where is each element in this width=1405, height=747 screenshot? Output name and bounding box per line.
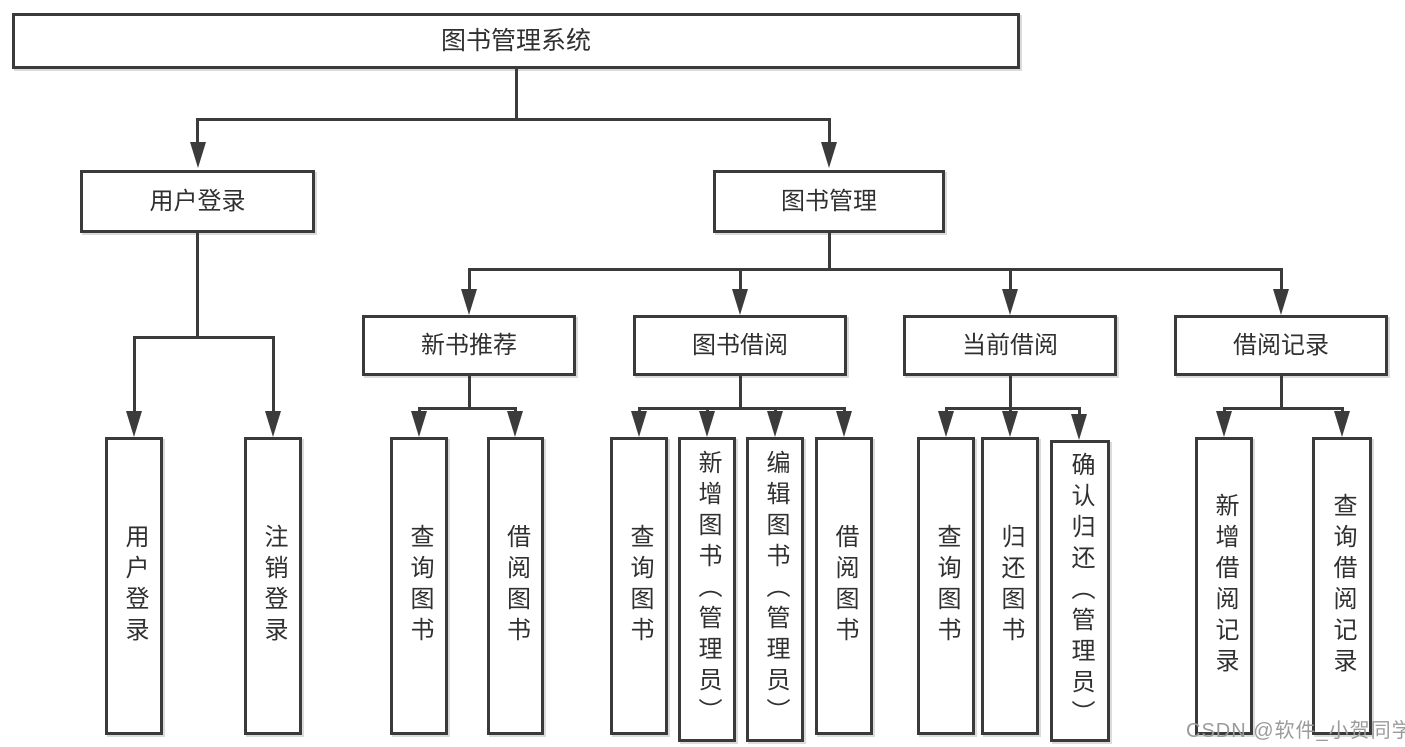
arrowhead bbox=[1216, 411, 1232, 437]
connector-hline bbox=[1222, 407, 1344, 410]
connector-hline bbox=[637, 407, 846, 410]
connector-vline bbox=[827, 118, 831, 148]
connector-vline bbox=[514, 68, 518, 118]
leaf-bb-edit-books-admin: 编辑图书（管理员） bbox=[746, 437, 804, 742]
leaf-nbr-query-books: 查询图书 bbox=[390, 437, 448, 735]
leaf-bb-add-books-admin: 新增图书（管理员） bbox=[678, 437, 736, 742]
connector-vline bbox=[132, 336, 136, 414]
arrowhead bbox=[1273, 289, 1289, 315]
leaf-logout: 注销登录 bbox=[244, 437, 302, 735]
connector-vline bbox=[271, 336, 275, 414]
connector-vline bbox=[196, 233, 199, 336]
leaf-nbr-borrow-books: 借阅图书 bbox=[487, 437, 544, 735]
leaf-user-login: 用户登录 bbox=[105, 437, 163, 735]
connector-vline bbox=[738, 268, 742, 293]
node-new-book-recommendation: 新书推荐 bbox=[362, 315, 576, 376]
node-user-login: 用户登录 bbox=[80, 170, 315, 233]
arrowhead bbox=[631, 411, 647, 437]
leaf-bb-borrow-books: 借阅图书 bbox=[815, 437, 873, 735]
arrowhead bbox=[190, 142, 206, 168]
leaf-cb-query-books: 查询图书 bbox=[917, 437, 975, 735]
connector-vline bbox=[196, 118, 199, 148]
arrowhead bbox=[732, 289, 748, 315]
node-borrowing-records: 借阅记录 bbox=[1174, 315, 1388, 376]
arrowhead bbox=[767, 411, 783, 437]
connector-vline bbox=[738, 375, 742, 407]
arrowhead bbox=[461, 289, 477, 315]
node-book-borrowing: 图书借阅 bbox=[633, 315, 847, 376]
connector-hline bbox=[944, 407, 1081, 410]
arrowhead bbox=[265, 411, 281, 437]
connector-hline bbox=[467, 268, 1283, 271]
connector-vline bbox=[1279, 268, 1283, 293]
arrowhead bbox=[1002, 411, 1018, 437]
leaf-cb-return-books: 归还图书 bbox=[981, 437, 1039, 735]
connector-hline bbox=[196, 118, 831, 121]
connector-vline bbox=[1279, 375, 1283, 407]
arrowhead bbox=[411, 411, 427, 437]
node-current-borrowing: 当前借阅 bbox=[903, 315, 1117, 376]
leaf-cb-confirm-return-admin: 确认归还（管理员） bbox=[1050, 440, 1110, 742]
arrowhead bbox=[126, 411, 142, 437]
node-book-management: 图书管理 bbox=[713, 170, 945, 233]
leaf-bb-query-books: 查询图书 bbox=[610, 437, 668, 735]
arrowhead bbox=[938, 411, 954, 437]
arrowhead bbox=[1334, 411, 1350, 437]
arrowhead bbox=[1071, 414, 1087, 440]
connector-vline bbox=[827, 233, 831, 268]
connector-hline bbox=[132, 336, 275, 339]
node-library-management-system: 图书管理系统 bbox=[12, 13, 1020, 69]
arrowhead bbox=[507, 411, 523, 437]
connector-vline bbox=[1077, 407, 1081, 417]
connector-vline bbox=[1008, 268, 1012, 293]
arrowhead bbox=[836, 411, 852, 437]
leaf-br-query-record: 查询借阅记录 bbox=[1312, 437, 1372, 735]
connector-vline bbox=[1008, 375, 1012, 407]
connector-vline bbox=[467, 375, 471, 407]
connector-hline bbox=[417, 407, 517, 410]
arrowhead bbox=[699, 411, 715, 437]
arrowhead bbox=[821, 142, 837, 168]
csdn-watermark: CSDN @软件_小贺同学 bbox=[1186, 720, 1405, 742]
leaf-br-add-record: 新增借阅记录 bbox=[1195, 437, 1253, 735]
arrowhead bbox=[1002, 289, 1018, 315]
connector-vline bbox=[467, 268, 471, 293]
